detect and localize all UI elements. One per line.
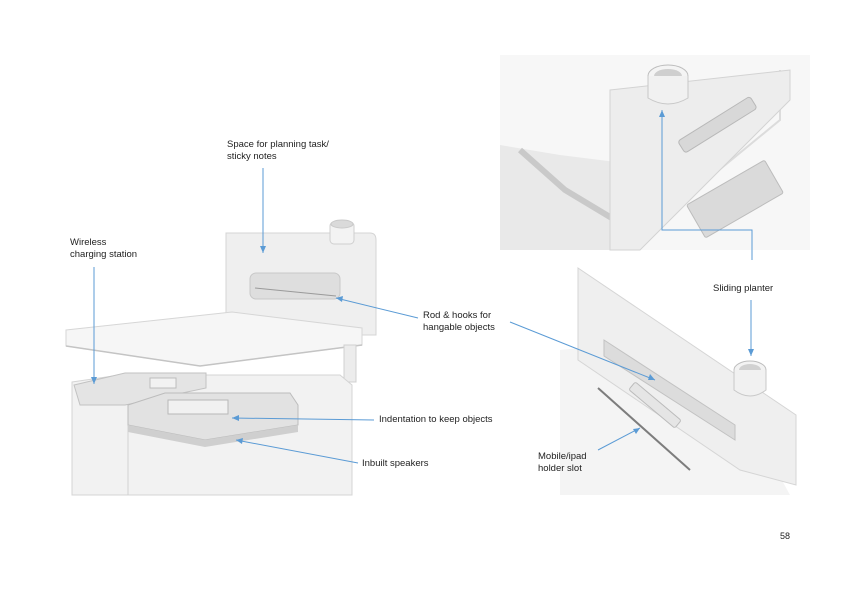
callout-wireless-charging: Wireless charging station	[70, 237, 137, 261]
callout-planning-space-line-1: Space for planning task/	[227, 139, 329, 150]
callout-rod-hooks-line-1: Rod & hooks for	[423, 310, 492, 321]
callout-sliding-planter: Sliding planter	[713, 283, 774, 294]
callout-rod-hooks-line-2: hangable objects	[423, 322, 495, 333]
callout-mobile-holder: Mobile/ipad holder slot	[538, 451, 587, 475]
callout-wireless-charging-line-1: Wireless	[70, 237, 107, 248]
callout-rod-hooks: Rod & hooks for hangable objects	[423, 310, 495, 334]
callout-speakers: Inbuilt speakers	[362, 458, 429, 469]
callout-mobile-holder-line-2: holder slot	[538, 463, 582, 474]
leader-sliding-planter-upper	[661, 110, 753, 260]
callout-mobile-holder-line-1: Mobile/ipad	[538, 451, 587, 462]
leader-speakers	[235, 439, 359, 464]
callout-planning-space: Space for planning task/ sticky notes	[227, 139, 329, 163]
leader-indentation	[231, 417, 375, 421]
page-number: 58	[780, 531, 791, 541]
callout-planning-space-line-2: sticky notes	[227, 151, 277, 162]
leader-rod-hooks-right	[509, 321, 656, 381]
leader-rod-hooks	[335, 297, 419, 319]
callout-wireless-charging-line-2: charging station	[70, 249, 138, 260]
callout-indentation: Indentation to keep objects	[379, 414, 493, 425]
leader-mobile-holder	[597, 427, 641, 451]
